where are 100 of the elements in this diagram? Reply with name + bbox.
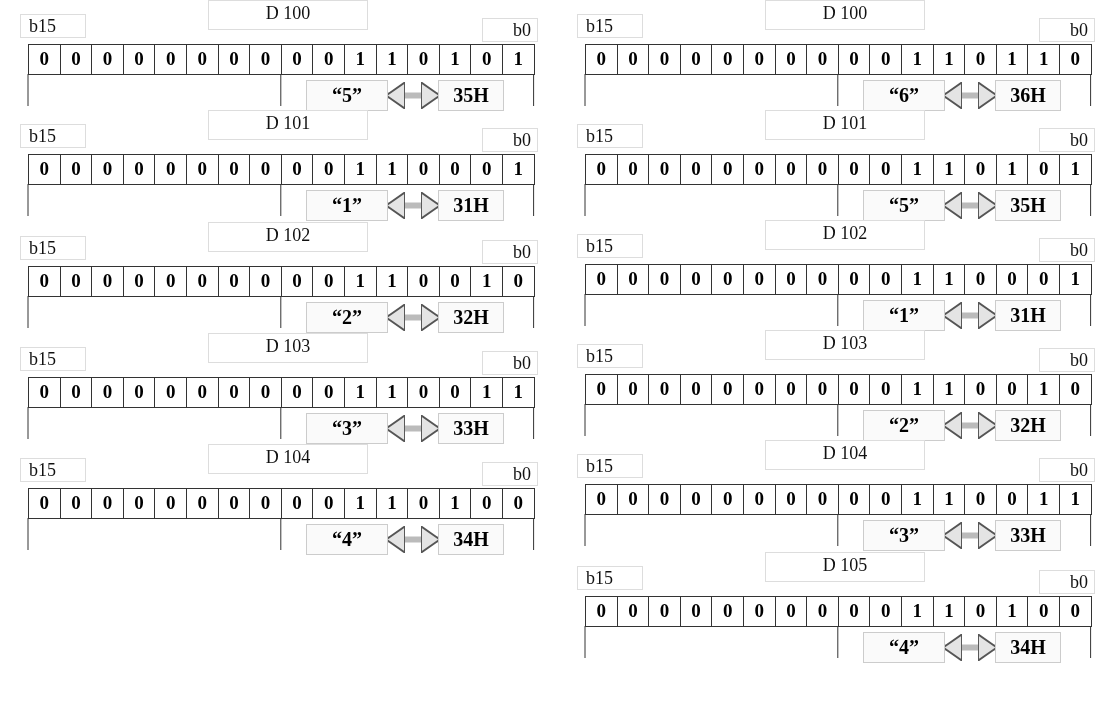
bit-cell: 0 (91, 266, 124, 297)
bit-cell: 0 (585, 264, 618, 295)
bit-cell: 0 (28, 266, 61, 297)
bit-cell: 0 (312, 266, 345, 297)
bit-cell: 0 (312, 44, 345, 75)
bit-cell: 0 (1027, 264, 1060, 295)
bit-cell: 0 (217, 44, 251, 75)
bit-label: b0 (482, 462, 538, 486)
character-box: “3” (306, 413, 388, 444)
bit-cell: 0 (91, 377, 124, 408)
bit-label: b0 (1039, 128, 1095, 152)
bit-cell: 1 (1059, 484, 1092, 515)
bit-cell: 0 (585, 484, 618, 515)
register-name: D 102 (208, 222, 368, 252)
bit-label: b15 (577, 234, 643, 258)
character-box: “3” (863, 520, 945, 551)
bit-cell: 0 (312, 377, 345, 408)
register-name: D 102 (765, 220, 925, 250)
bit-cell: 0 (711, 44, 744, 75)
bit-cell: 0 (154, 377, 187, 408)
bit-cell: 1 (901, 154, 934, 185)
bit-cell: 1 (344, 154, 377, 185)
bit-cell: 0 (648, 264, 681, 295)
character-box: “2” (306, 302, 388, 333)
bit-cell: 0 (837, 264, 871, 295)
hex-value-box: 32H (995, 410, 1061, 441)
bit-cell: 0 (28, 44, 61, 75)
bit-label: b15 (577, 344, 643, 368)
bit-cell: 0 (249, 154, 282, 185)
bit-cell: 1 (932, 374, 966, 405)
bit-cell: 0 (249, 44, 282, 75)
bit-cell: 0 (837, 44, 871, 75)
bit-cell: 0 (91, 154, 124, 185)
bit-cell: 0 (869, 154, 902, 185)
bit-cell: 0 (1059, 374, 1092, 405)
bit-cell: 0 (837, 596, 871, 627)
bit-cell: 0 (964, 374, 997, 405)
bit-cell: 0 (407, 377, 440, 408)
character-box: “5” (863, 190, 945, 221)
bit-cell: 0 (806, 374, 839, 405)
bit-cell: 0 (312, 154, 345, 185)
bit-cell: 0 (28, 377, 61, 408)
bit-cell: 1 (344, 377, 377, 408)
hex-value-box: 34H (438, 524, 504, 555)
bit-cell: 0 (280, 44, 314, 75)
bit-cell: 1 (1059, 264, 1092, 295)
bit-cell: 0 (59, 488, 93, 519)
bit-cell: 0 (869, 374, 902, 405)
bit-cell: 0 (964, 596, 997, 627)
bit-cell: 1 (344, 266, 377, 297)
bit-cell: 0 (774, 264, 808, 295)
bit-cell: 1 (375, 266, 409, 297)
bit-cell: 1 (502, 377, 535, 408)
bit-cell: 1 (901, 374, 934, 405)
register-name: D 100 (208, 0, 368, 30)
bit-cell: 0 (186, 377, 219, 408)
bit-cell: 1 (932, 154, 966, 185)
register-name: D 100 (765, 0, 925, 30)
bit-cell: 1 (1059, 154, 1092, 185)
bit-label: b15 (577, 566, 643, 590)
bit-cell: 0 (648, 374, 681, 405)
bit-cell: 0 (1027, 596, 1060, 627)
bit-cell: 0 (616, 264, 650, 295)
bit-cell: 1 (502, 154, 535, 185)
bit-cell: 0 (837, 154, 871, 185)
register-name: D 103 (208, 333, 368, 363)
bit-label: b0 (1039, 348, 1095, 372)
bit-cell: 1 (932, 264, 966, 295)
bit-cell: 0 (806, 484, 839, 515)
bit-cell: 0 (964, 484, 997, 515)
bit-label: b0 (1039, 570, 1095, 594)
bit-cell: 1 (1027, 374, 1060, 405)
bit-cell: 1 (470, 377, 503, 408)
bit-cell: 1 (1027, 484, 1060, 515)
bit-cell: 1 (995, 44, 1029, 75)
hex-value-box: 31H (438, 190, 504, 221)
bit-cell: 0 (711, 596, 744, 627)
bit-cell: 0 (186, 266, 219, 297)
hex-value-box: 36H (995, 80, 1061, 111)
bit-cell: 1 (502, 44, 535, 75)
bit-label: b15 (577, 14, 643, 38)
bit-cell: 0 (407, 488, 440, 519)
bit-cell: 0 (743, 374, 776, 405)
bit-cell: 0 (91, 44, 124, 75)
bit-cell: 0 (837, 484, 871, 515)
bit-cell: 0 (1027, 154, 1060, 185)
bit-cell: 1 (375, 488, 409, 519)
bit-cell: 0 (995, 484, 1029, 515)
bit-cell: 0 (1059, 596, 1092, 627)
bit-cell: 0 (407, 266, 440, 297)
bit-cell: 0 (964, 264, 997, 295)
bit-label: b15 (20, 124, 86, 148)
character-box: “1” (306, 190, 388, 221)
bit-cell: 1 (375, 377, 409, 408)
bit-cell: 0 (616, 374, 650, 405)
bit-cell: 0 (743, 44, 776, 75)
bit-cell: 0 (585, 374, 618, 405)
bit-label: b0 (1039, 458, 1095, 482)
character-box: “1” (863, 300, 945, 331)
hex-value-box: 31H (995, 300, 1061, 331)
